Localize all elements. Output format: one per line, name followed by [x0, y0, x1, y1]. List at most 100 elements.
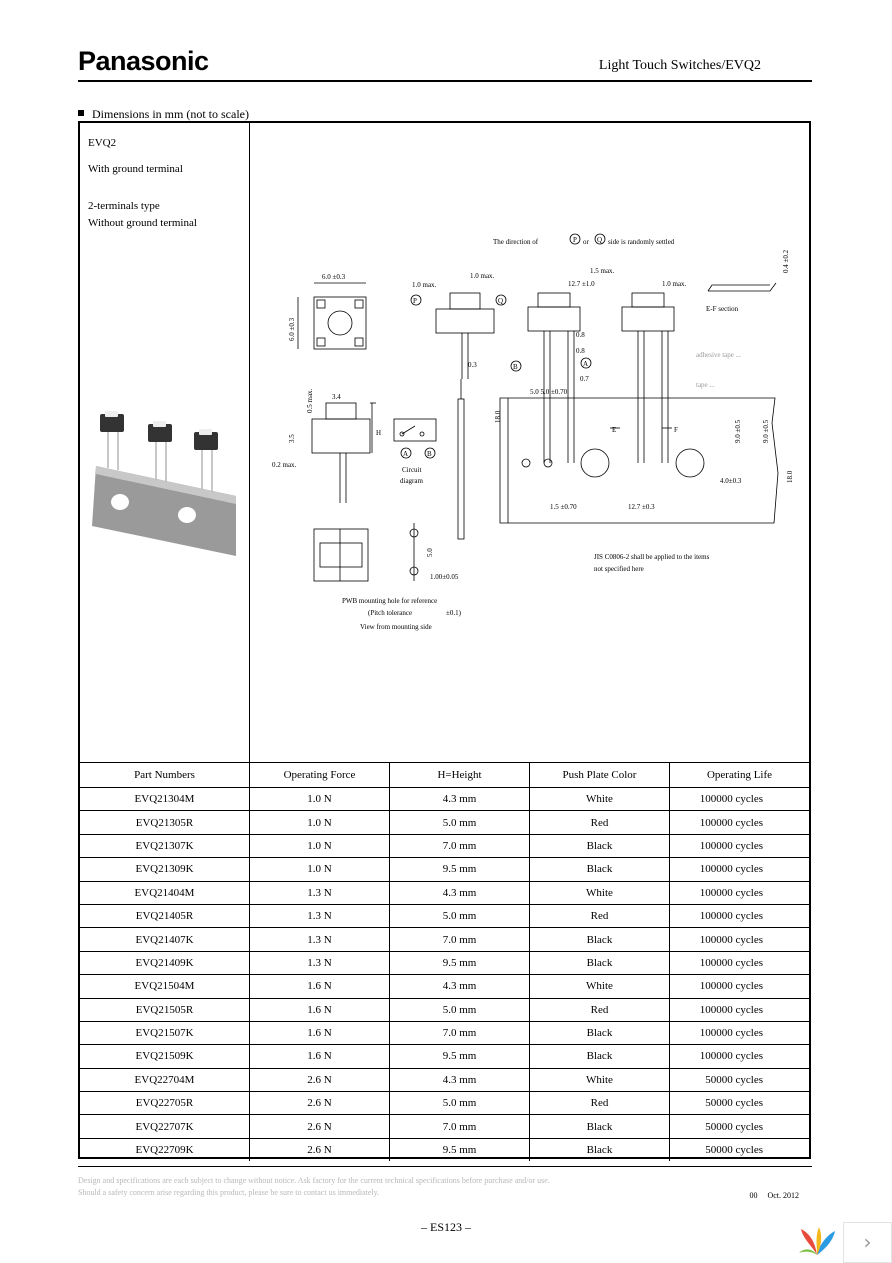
- svg-text:4.0±0.3: 4.0±0.3: [720, 477, 742, 485]
- svg-text:1.00±0.05: 1.00±0.05: [430, 573, 459, 581]
- push-plate-color-cell: Black: [529, 1020, 670, 1045]
- operating-life-cell: 100000 cycles: [669, 1020, 809, 1045]
- height-cell: 5.0 mm: [389, 903, 530, 928]
- height-cell: 4.3 mm: [389, 974, 530, 999]
- disclaimer-line-2: Should a safety concern arise regarding …: [78, 1188, 380, 1197]
- date-stamp: 00 Oct. 2012: [749, 1191, 799, 1200]
- height-cell: 4.3 mm: [389, 1067, 530, 1092]
- operating-life-cell: 100000 cycles: [669, 997, 809, 1022]
- push-plate-color-cell: Black: [529, 1044, 670, 1069]
- svg-text:0.4 ±0.2: 0.4 ±0.2: [782, 249, 790, 273]
- height-cell: 5.0 mm: [389, 1091, 530, 1115]
- part-number-cell: EVQ21505R: [80, 997, 250, 1022]
- no-ground-terminal-note: Without ground terminal: [88, 217, 197, 229]
- push-plate-color-cell: Red: [529, 1091, 670, 1115]
- product-photo: [92, 411, 236, 556]
- disclaimer-line-1: Design and specifications are each subje…: [78, 1176, 550, 1185]
- svg-text:12.7 ±1.0: 12.7 ±1.0: [568, 280, 595, 288]
- push-plate-color-cell: White: [529, 786, 670, 811]
- operating-force-cell: 1.0 N: [249, 786, 390, 811]
- part-number-cell: EVQ22707K: [80, 1114, 250, 1139]
- spec-frame: EVQ2 With ground terminal 2-terminals ty…: [78, 121, 811, 1162]
- svg-text:6.0 ±0.3: 6.0 ±0.3: [288, 317, 296, 341]
- dimension-drawing: The direction of or side is randomly set…: [272, 233, 794, 631]
- push-plate-color-cell: Red: [529, 810, 670, 835]
- part-number-cell: EVQ22709K: [80, 1137, 250, 1162]
- height-cell: 5.0 mm: [389, 997, 530, 1022]
- bullet-icon: [78, 110, 84, 116]
- height-cell: 7.0 mm: [389, 927, 530, 952]
- pwb-note-c: View from mounting side: [360, 623, 432, 631]
- circuit-label-b: diagram: [400, 477, 423, 485]
- svg-text:0.8: 0.8: [576, 347, 585, 355]
- operating-life-cell: 100000 cycles: [669, 857, 809, 882]
- push-plate-color-cell: Black: [529, 1137, 670, 1162]
- part-number-cell: EVQ21504M: [80, 974, 250, 999]
- disclaimer: Design and specifications are each subje…: [78, 1175, 638, 1199]
- ground-terminal-note: With ground terminal: [88, 163, 183, 175]
- part-number-cell: EVQ21305R: [80, 810, 250, 835]
- part-number-cell: EVQ21404M: [80, 880, 250, 905]
- q-label-b: Q: [597, 236, 602, 244]
- operating-force-cell: 2.6 N: [249, 1114, 390, 1139]
- svg-text:F: F: [674, 426, 678, 434]
- push-plate-color-cell: White: [529, 880, 670, 905]
- part-number-cell: EVQ21304M: [80, 786, 250, 811]
- p-label-b: P: [573, 236, 577, 244]
- a-label-a: A: [583, 360, 588, 368]
- operating-force-cell: 1.0 N: [249, 857, 390, 882]
- operating-force-cell: 2.6 N: [249, 1091, 390, 1115]
- operating-life-cell: 50000 cycles: [669, 1091, 809, 1115]
- svg-text:9.0 ±0.5: 9.0 ±0.5: [734, 419, 742, 443]
- document-title: Light Touch Switches/EVQ2: [598, 58, 761, 73]
- jis-note-b: not specified here: [594, 565, 644, 573]
- page-number: – ES123 –: [420, 1220, 471, 1234]
- svg-text:adhesive tape ...: adhesive tape ...: [696, 351, 741, 359]
- push-plate-color-cell: White: [529, 974, 670, 999]
- operating-force-cell: 2.6 N: [249, 1067, 390, 1092]
- part-number-cell: EVQ21409K: [80, 950, 250, 975]
- col-header-part: Part Numbers: [80, 762, 250, 788]
- part-number-cell: EVQ21407K: [80, 927, 250, 952]
- date-text: Oct. 2012: [767, 1191, 799, 1200]
- col-header-life: Operating Life: [669, 762, 809, 788]
- direction-note-b: or: [583, 238, 590, 246]
- svg-text:0.8: 0.8: [576, 331, 585, 339]
- parts-table: Part Numbers Operating Force H=Height Pu…: [80, 762, 809, 1162]
- push-plate-color-cell: Black: [529, 833, 670, 858]
- q-label-a: Q: [498, 297, 503, 305]
- operating-life-cell: 100000 cycles: [669, 974, 809, 999]
- svg-text:E: E: [612, 426, 616, 434]
- next-page-button[interactable]: ›: [843, 1222, 892, 1263]
- svg-text:6.0 ±0.3: 6.0 ±0.3: [322, 273, 346, 281]
- svg-text:1.5 max.: 1.5 max.: [590, 267, 615, 275]
- svg-text:3.5: 3.5: [288, 434, 296, 443]
- part-number-cell: EVQ22704M: [80, 1067, 250, 1092]
- b-label-a: B: [513, 363, 518, 371]
- height-cell: 7.0 mm: [389, 1114, 530, 1139]
- operating-force-cell: 1.0 N: [249, 810, 390, 835]
- terminal-type-note: 2-terminals type: [88, 200, 160, 212]
- date-code: 00: [749, 1191, 758, 1200]
- operating-life-cell: 50000 cycles: [669, 1114, 809, 1139]
- operating-life-cell: 100000 cycles: [669, 950, 809, 975]
- a-label-b: A: [403, 450, 408, 458]
- part-number-cell: EVQ21309K: [80, 857, 250, 882]
- svg-text:H: H: [376, 429, 381, 437]
- operating-life-cell: 100000 cycles: [669, 833, 809, 858]
- height-cell: 4.3 mm: [389, 786, 530, 811]
- push-plate-color-cell: Black: [529, 1114, 670, 1139]
- part-number-cell: EVQ22705R: [80, 1091, 250, 1115]
- operating-force-cell: 1.6 N: [249, 974, 390, 999]
- viewer-logo-icon[interactable]: [793, 1221, 841, 1263]
- operating-life-cell: 50000 cycles: [669, 1137, 809, 1162]
